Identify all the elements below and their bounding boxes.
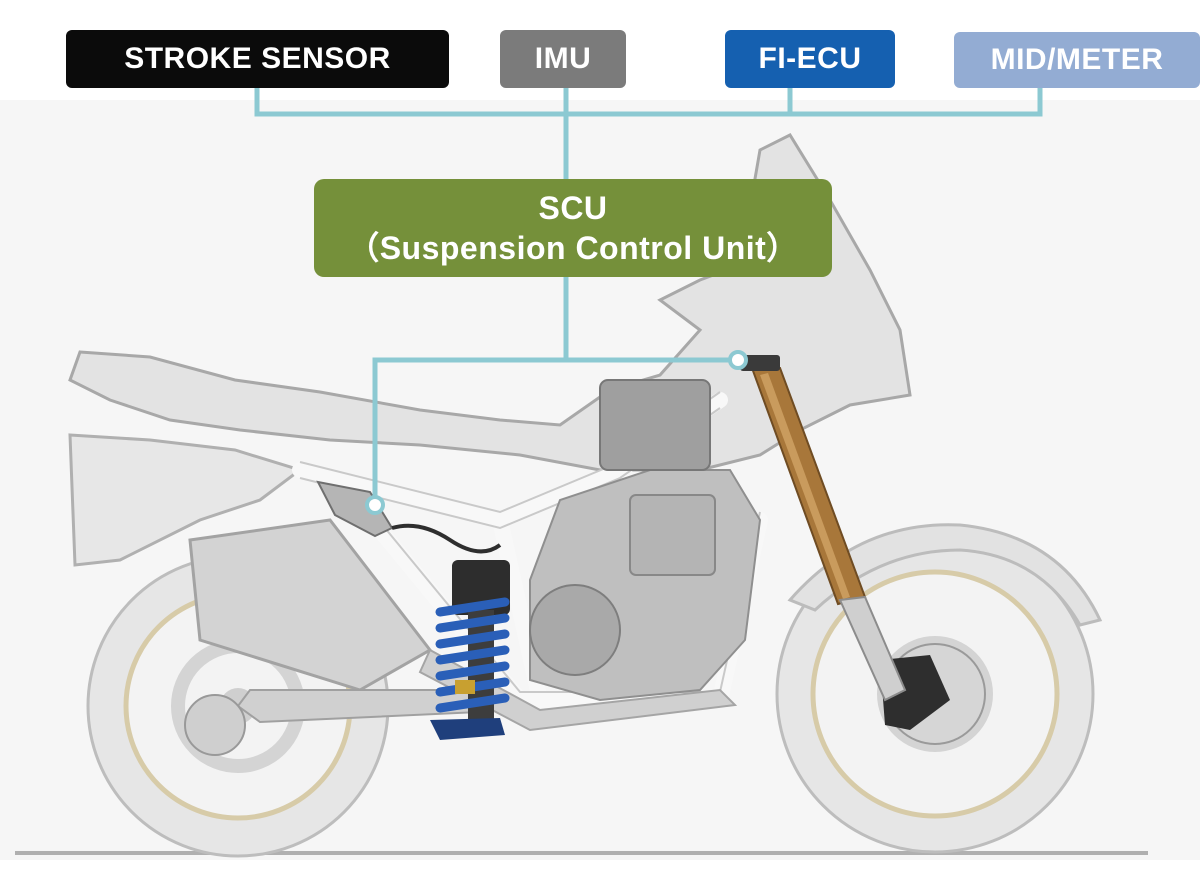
shock-sensor-point [365, 495, 385, 515]
fi-ecu-label: FI-ECU [758, 42, 862, 75]
stroke-sensor-component [316, 480, 502, 554]
mid-meter-box: MID/METER [954, 32, 1200, 88]
tail-section [68, 433, 304, 567]
connector-lines [254, 88, 1043, 505]
fi-ecu-box: FI-ECU [725, 30, 895, 88]
scu-title: SCU [538, 190, 608, 226]
engine [529, 379, 762, 702]
stroke-sensor-label: STROKE SENSOR [124, 42, 391, 75]
mid-meter-label: MID/METER [990, 43, 1164, 76]
rear-shock [430, 560, 510, 740]
fork-sensor-point [728, 350, 748, 370]
stroke-sensor-box: STROKE SENSOR [66, 30, 449, 88]
muffler [188, 518, 738, 732]
imu-label: IMU [534, 42, 592, 75]
front-fork [740, 355, 907, 702]
rear-brake-disc [184, 694, 246, 756]
imu-box: IMU [500, 30, 626, 88]
front-brake [880, 643, 986, 745]
scu-subtitle: （Suspension Control Unit） [347, 230, 799, 266]
scu-box: SCU （Suspension Control Unit） [314, 179, 832, 277]
front-fender [787, 523, 1103, 627]
